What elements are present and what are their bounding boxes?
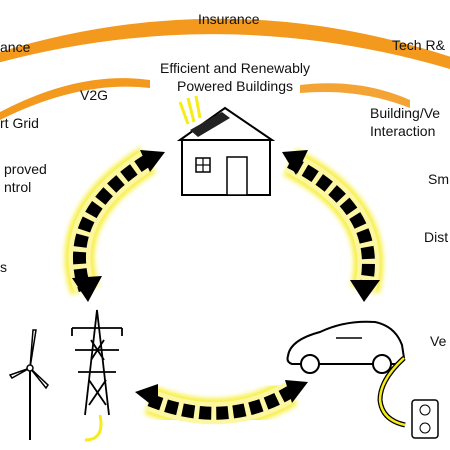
right-orange-arc [300, 83, 410, 108]
left-flow-arrow [64, 147, 165, 302]
building-veh-line2: Interaction [370, 123, 436, 139]
v2g-label: V2G [80, 87, 109, 103]
power-outlet-icon [411, 399, 439, 439]
efficient-line2: Powered Buildings [177, 78, 293, 94]
solar-panel-icon [178, 95, 230, 137]
transmission-tower-icon [71, 309, 123, 442]
electric-car-icon [286, 320, 406, 428]
efficient-buildings-label: Efficient and Renewably Powered Building… [140, 59, 330, 95]
efficient-line1: Efficient and Renewably [160, 60, 310, 76]
right-flow-arrow [282, 148, 384, 302]
building-veh-line1: Building/Ve [370, 105, 441, 121]
dist-label: Dist [424, 229, 449, 245]
ve-label: Ve [430, 333, 447, 349]
top-orange-arc [0, 18, 450, 70]
insurance-label: Insurance [198, 11, 260, 27]
improved-line1: proved [4, 161, 47, 177]
sm-label: Sm [428, 171, 449, 187]
second-orange-arc [0, 78, 150, 120]
tech-rd-label: Tech R& [392, 37, 445, 53]
wind-turbine-icon [8, 329, 49, 440]
bottom-flow-arrow [135, 378, 308, 429]
s-left-label: s [0, 259, 7, 275]
smart-grid-label: rt Grid [0, 115, 39, 131]
left-top-label: ance [0, 39, 31, 55]
building-vehicle-label: Building/Ve Interaction [370, 104, 440, 140]
improved-line2: ntrol [4, 179, 32, 195]
improved-control-label: proved ntrol [4, 160, 47, 196]
